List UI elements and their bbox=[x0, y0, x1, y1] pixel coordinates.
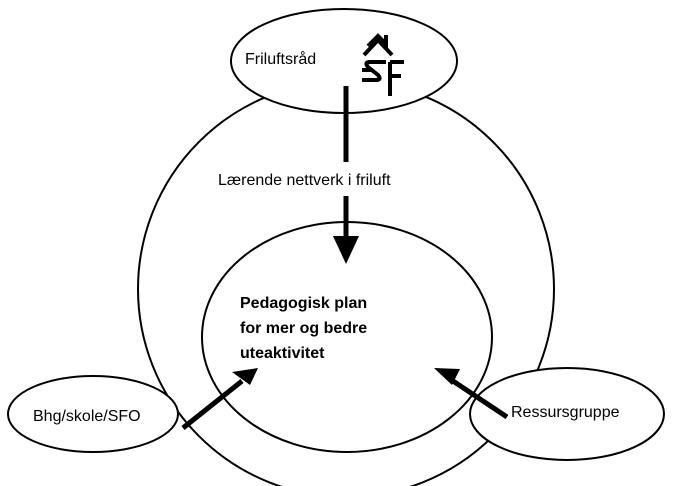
connector-right-line bbox=[445, 374, 509, 420]
arrow-left-icon bbox=[232, 368, 258, 385]
bhg-skole-sfo-node bbox=[7, 375, 179, 453]
label-backdrop bbox=[216, 166, 478, 192]
ressursgruppe-node bbox=[469, 367, 665, 461]
arrow-down-icon bbox=[333, 236, 359, 264]
friluftsrad-label: Friluftsråd bbox=[245, 50, 316, 68]
friluftsrad-sf-logo-icon bbox=[362, 33, 404, 96]
inner-line-2: for mer og bedre bbox=[240, 320, 367, 337]
network-label: Lærende nettverk i friluft bbox=[218, 172, 391, 189]
inner-line-3: uteaktivitet bbox=[240, 345, 325, 362]
connector-left-line bbox=[181, 379, 244, 430]
inner-line-1: Pedagogisk plan bbox=[240, 295, 367, 312]
ressursgruppe-label: Ressursgruppe bbox=[511, 404, 620, 421]
bhg-skole-sfo-label: Bhg/skole/SFO bbox=[33, 408, 141, 425]
arrow-right-icon bbox=[434, 368, 460, 385]
